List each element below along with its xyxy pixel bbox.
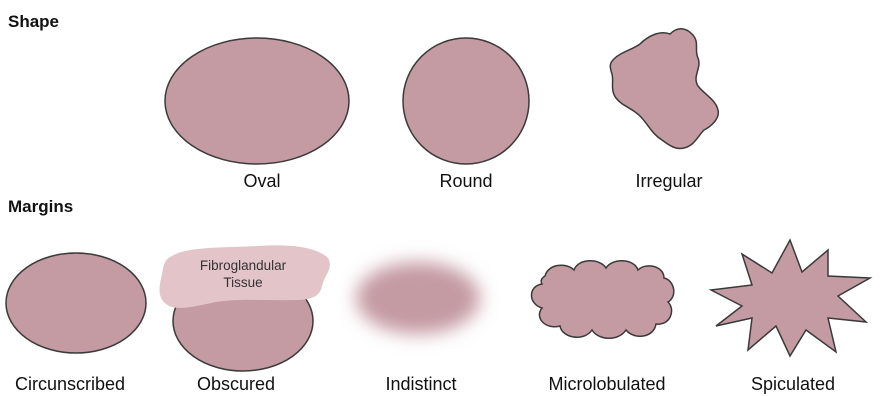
irregular-shape: [610, 29, 718, 149]
microlobulated-label: Microlobulated: [548, 374, 665, 395]
obscured-label: Obscured: [197, 374, 275, 395]
oval-label: Oval: [243, 171, 280, 192]
spiculated-label: Spiculated: [751, 374, 835, 395]
tissue-label-line1: Fibroglandular: [200, 258, 287, 273]
irregular-label: Irregular: [635, 171, 702, 192]
circumscribed-label: Circunscribed: [15, 374, 125, 395]
spiculated-shape: [711, 240, 870, 356]
indistinct-label: Indistinct: [385, 374, 456, 395]
indistinct-shape: [356, 262, 480, 334]
microlobulated-shape: [532, 261, 674, 339]
round-label: Round: [439, 171, 492, 192]
round-shape: [403, 38, 529, 164]
circumscribed-shape: [6, 253, 146, 353]
oval-shape: [165, 38, 349, 164]
tissue-label-line2: Tissue: [223, 275, 262, 290]
